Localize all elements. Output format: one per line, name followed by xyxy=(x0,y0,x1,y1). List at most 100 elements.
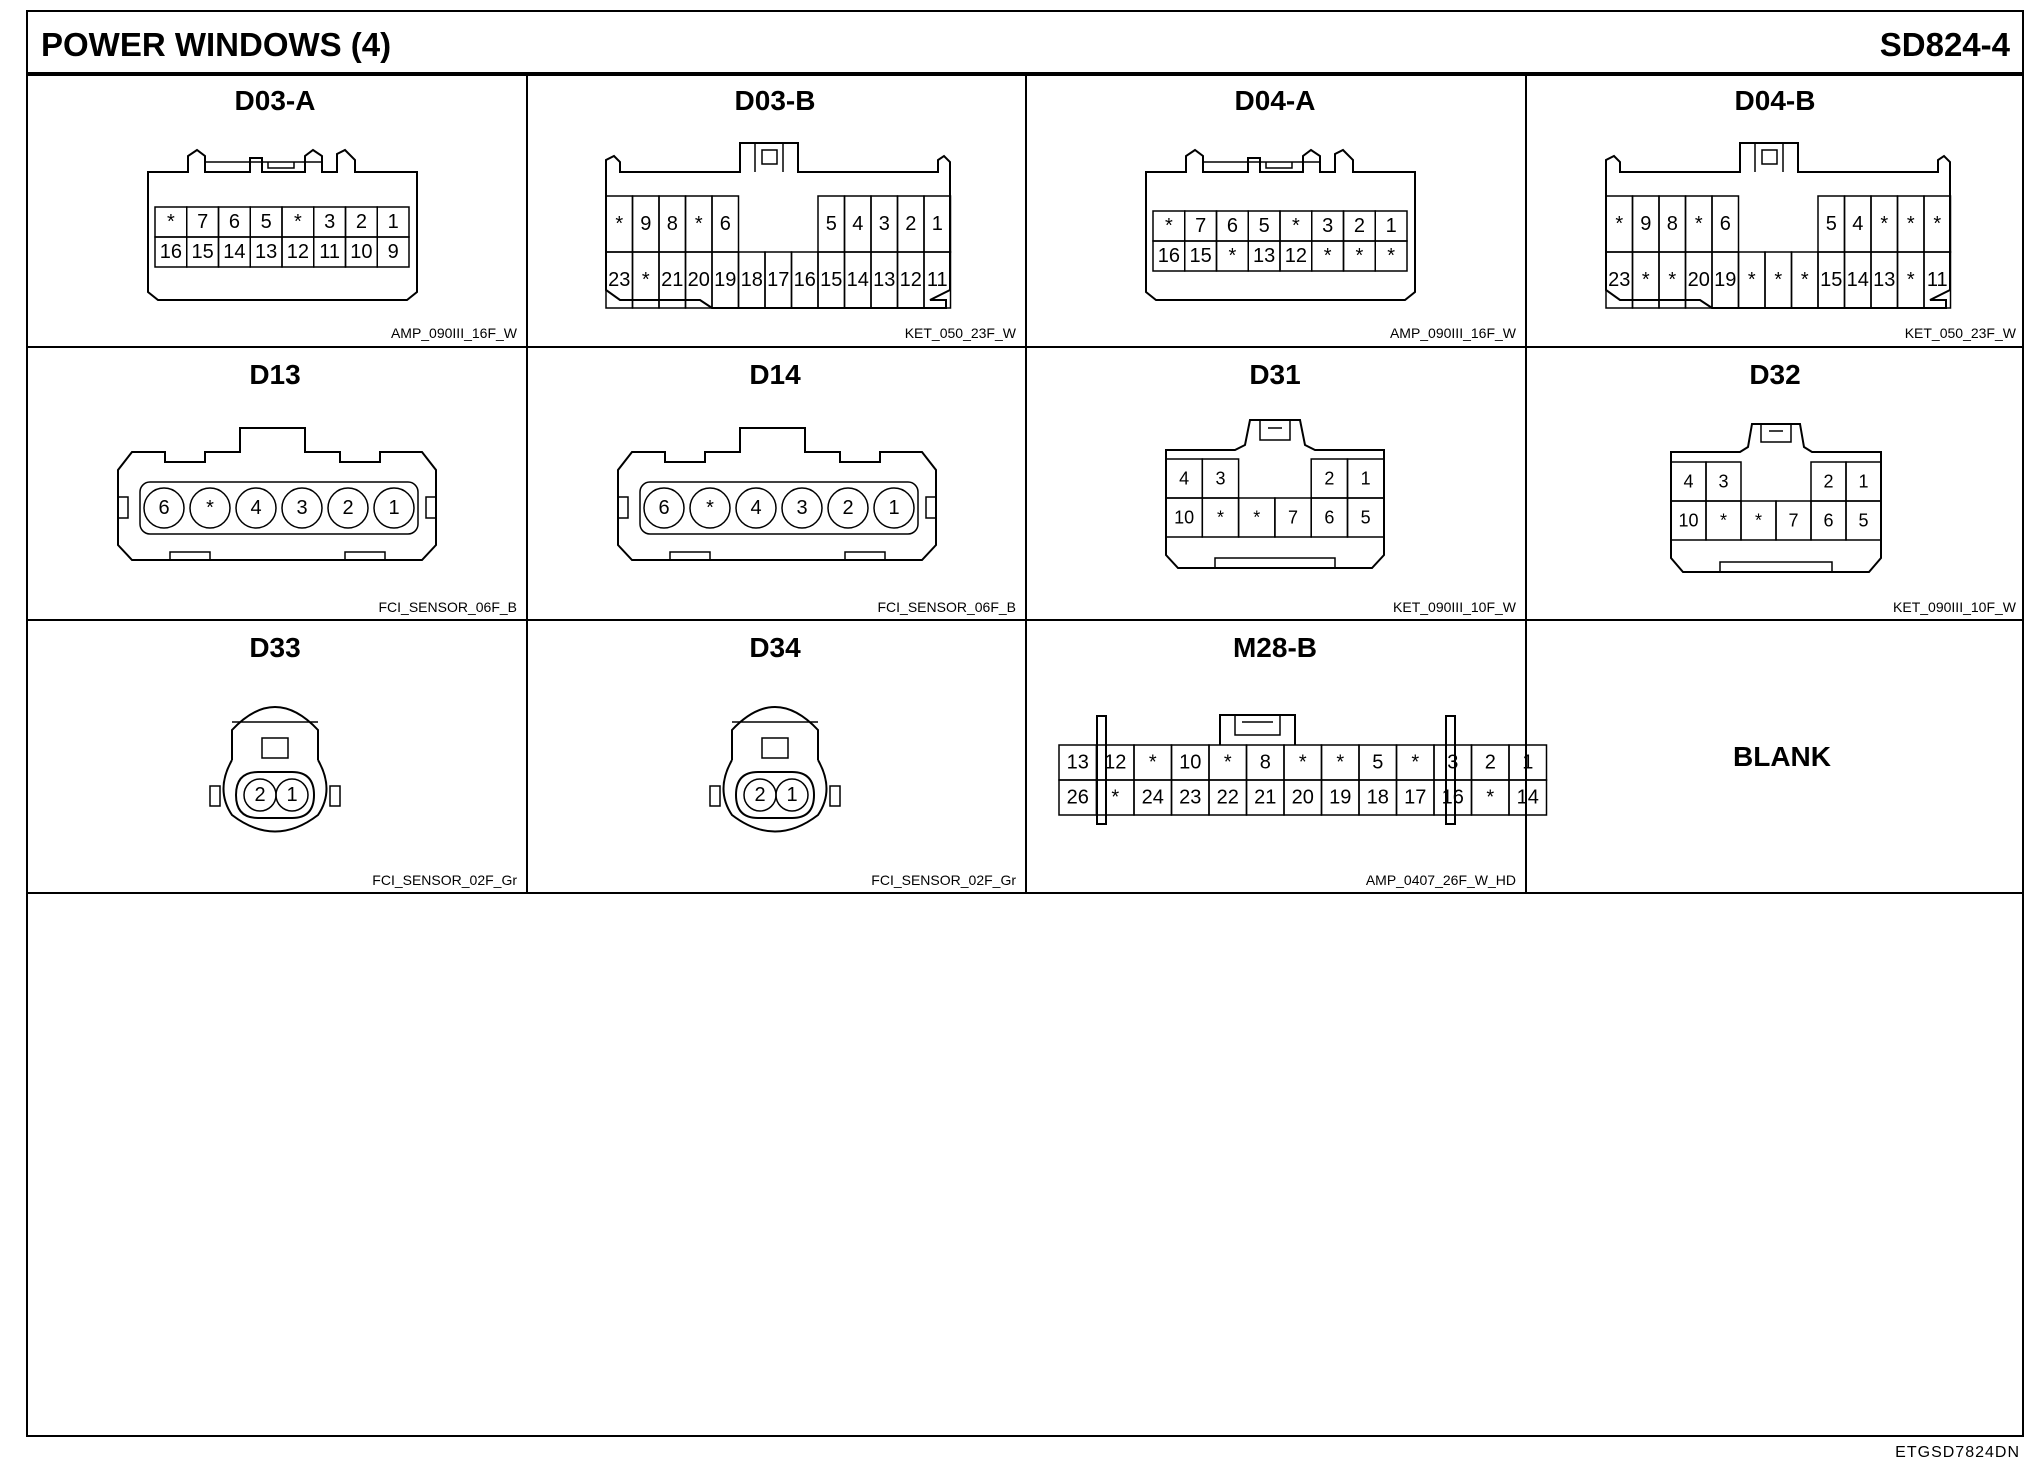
page-title: POWER WINDOWS (4) xyxy=(41,26,392,63)
pin-number: 23 xyxy=(1179,787,1201,809)
pin-number: 4 xyxy=(1852,213,1863,235)
connector-id: D34 xyxy=(749,632,801,663)
pin-number: 13 xyxy=(1067,752,1089,774)
pin-number: 14 xyxy=(223,241,245,263)
pin-number: 10 xyxy=(1179,752,1201,774)
pin-number: 26 xyxy=(1067,787,1089,809)
blank-cell-label: BLANK xyxy=(1733,741,1831,772)
pin-housing xyxy=(734,771,816,819)
pin-number: 6 xyxy=(658,497,669,519)
pin-number: 24 xyxy=(1142,787,1164,809)
pin-number: 1 xyxy=(286,784,297,806)
pin-number: 2 xyxy=(254,784,265,806)
pin-number: 3 xyxy=(1215,469,1225,489)
latch xyxy=(709,721,841,807)
pin-number: 5 xyxy=(1361,508,1371,528)
pin-number: 15 xyxy=(192,241,214,263)
connector-shell xyxy=(1165,419,1385,569)
connector-id: D04-A xyxy=(1235,85,1316,116)
pin-number: 6 xyxy=(1823,511,1833,531)
pin-number: * xyxy=(167,211,175,233)
pin-number: * xyxy=(1615,213,1623,235)
pin-number: 20 xyxy=(688,269,710,291)
pin-circle xyxy=(281,487,323,529)
pin-number: 22 xyxy=(1217,787,1239,809)
pin-number: 4 xyxy=(1683,472,1693,492)
pin-number: 15 xyxy=(820,269,842,291)
pin-housing xyxy=(139,481,419,535)
pin-number: 21 xyxy=(1254,787,1276,809)
pin-number: * xyxy=(1642,269,1650,291)
pin-number: 3 xyxy=(1718,472,1728,492)
pin-number: * xyxy=(1801,269,1809,291)
connector-shell xyxy=(147,148,418,301)
pin-number: * xyxy=(1253,508,1260,528)
pin-number: 11 xyxy=(927,269,948,291)
connector-id: D33 xyxy=(249,632,300,663)
keys xyxy=(618,496,936,560)
pin-circle xyxy=(189,487,231,529)
pin-number: 13 xyxy=(255,241,277,263)
pin-number: * xyxy=(1324,245,1332,267)
pin-number: 6 xyxy=(1227,215,1238,237)
pin-number: 2 xyxy=(342,497,353,519)
part-number: AMP_090III_16F_W xyxy=(1390,325,1517,341)
pin-number: * xyxy=(1228,245,1236,267)
pin-number: 4 xyxy=(750,497,761,519)
pin-number: 2 xyxy=(1485,752,1496,774)
pin-circle xyxy=(275,778,309,812)
pin-number: 14 xyxy=(1517,787,1539,809)
pin-number: 12 xyxy=(1104,752,1126,774)
pin-number: 6 xyxy=(1720,213,1731,235)
connector-id: D03-B xyxy=(735,85,816,116)
pin-number: * xyxy=(1720,511,1727,531)
connector-hood xyxy=(731,706,819,760)
pin-number: 9 xyxy=(388,241,399,263)
pin-number: 1 xyxy=(388,211,399,233)
pin-number: 18 xyxy=(1367,787,1389,809)
pin-number: 9 xyxy=(640,213,651,235)
connector-hood xyxy=(231,706,319,760)
connector-id: D32 xyxy=(1749,359,1800,390)
pin-number: * xyxy=(1336,752,1344,774)
connector-id: D31 xyxy=(1249,359,1300,390)
pin-number: * xyxy=(1217,508,1224,528)
pin-number: 2 xyxy=(754,784,765,806)
pin-cell xyxy=(1508,779,1548,816)
pin-number: 18 xyxy=(741,269,763,291)
pin-number: 4 xyxy=(1179,469,1189,489)
pin-number: * xyxy=(642,269,650,291)
connector-shell xyxy=(1145,148,1416,301)
pin-number: 6 xyxy=(158,497,169,519)
pin-number: 6 xyxy=(720,213,731,235)
pin-number: * xyxy=(1387,245,1395,267)
pin-number: * xyxy=(1165,215,1173,237)
pin-number: 14 xyxy=(1847,269,1869,291)
part-number: FCI_SENSOR_06F_B xyxy=(878,599,1017,615)
pin-circle xyxy=(689,487,731,529)
pin-number: 2 xyxy=(356,211,367,233)
drawing-sheet: POWER WINDOWS (4) SD824-4 xyxy=(26,10,2024,1437)
pin-number: 10 xyxy=(350,241,372,263)
pin-circle xyxy=(775,778,809,812)
part-number: FCI_SENSOR_02F_Gr xyxy=(372,872,517,888)
pin-number: 1 xyxy=(932,213,943,235)
pin-number: 1 xyxy=(1361,469,1371,489)
pin-number: 5 xyxy=(1826,213,1837,235)
pin-number: 7 xyxy=(1195,215,1206,237)
pin-cell xyxy=(1374,240,1408,272)
latch-housing xyxy=(1219,714,1296,745)
part-number: KET_090III_10F_W xyxy=(1893,599,2017,615)
connector-shell xyxy=(1605,142,1951,309)
pin-number: * xyxy=(1292,215,1300,237)
